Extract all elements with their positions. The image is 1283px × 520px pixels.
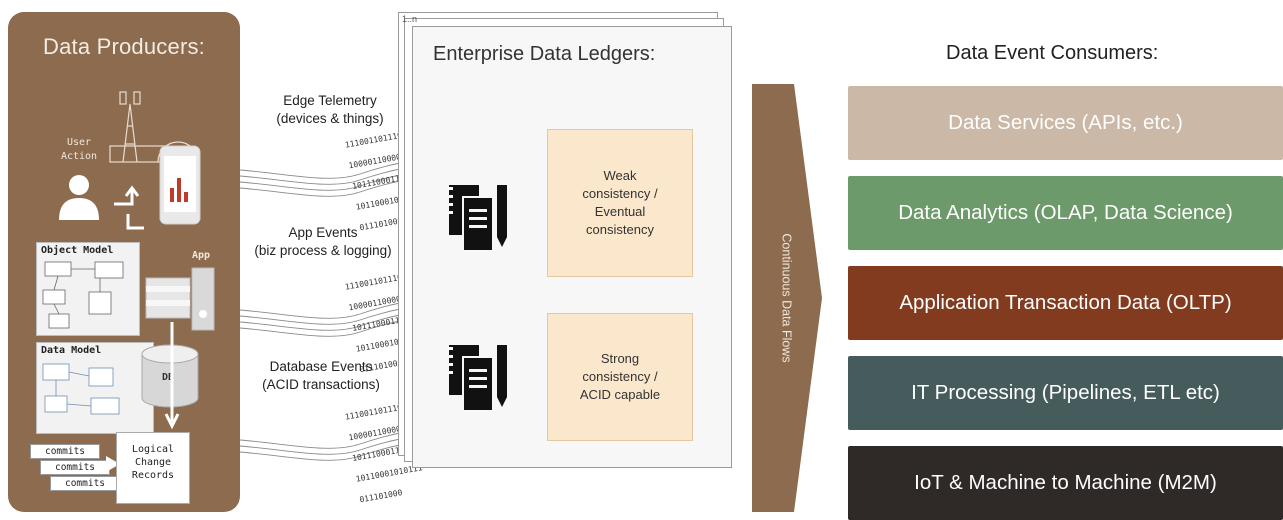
user-action-line: User: [66, 137, 92, 148]
consumer-label: Application Transaction Data (OLTP): [899, 291, 1232, 314]
db-label: DB: [162, 372, 175, 383]
change-records-line: Logical: [131, 444, 175, 455]
weak-line: consistency: [586, 222, 654, 237]
database-icon: [141, 344, 199, 408]
flow-subtitle: (devices & things): [276, 111, 384, 126]
data-producers-panel: Data Producers: User Action Object Model: [8, 12, 240, 512]
commit-item: commits: [50, 476, 120, 491]
change-records-line: Records: [131, 470, 175, 481]
consumer-data-analytics: Data Analytics (OLAP, Data Science): [848, 176, 1283, 250]
continuous-flow-label: Continuous Data Flows: [780, 233, 795, 363]
change-records-sheet: Logical Change Records: [116, 432, 190, 504]
weak-line: Weak: [603, 168, 637, 183]
continuous-flow-arrow-icon: [752, 84, 822, 512]
consumer-label: IT Processing (Pipelines, ETL etc): [911, 381, 1220, 404]
flow-title: Database Events: [269, 359, 373, 374]
user-action-label: User Action: [54, 136, 104, 164]
flow-title: Edge Telemetry: [283, 93, 377, 108]
consumer-data-services: Data Services (APIs, etc.): [848, 86, 1283, 160]
consumer-iot-m2m: IoT & Machine to Machine (M2M): [848, 446, 1283, 520]
weak-line: Eventual: [594, 204, 646, 219]
consumer-label: IoT & Machine to Machine (M2M): [914, 471, 1217, 494]
strong-line: Strong: [600, 351, 640, 366]
object-model-label: Object Model: [41, 245, 114, 256]
ledger-multiplicity: 1..n: [402, 14, 418, 24]
data-model-diagram: Data Model: [36, 342, 154, 434]
weak-consistency-box: Weak consistency / Eventual consistency: [547, 129, 693, 277]
smartphone-icon: [159, 145, 201, 225]
documents-with-pen-icon: [447, 185, 507, 252]
flow-label-edge-telemetry: Edge Telemetry (devices & things): [246, 92, 414, 128]
flow-subtitle: (ACID transactions): [262, 377, 380, 392]
consumer-application-transaction: Application Transaction Data (OLTP): [848, 266, 1283, 340]
commit-item: commits: [40, 460, 110, 475]
class-diagram-icon: [42, 261, 124, 329]
continuous-flow-label-wrap: Continuous Data Flows: [732, 233, 842, 362]
flow-label-app-events: App Events (biz process & logging): [238, 224, 408, 260]
weak-line: consistency /: [582, 186, 658, 201]
user-action-line: Action: [60, 151, 98, 162]
app-server-icon: [145, 267, 215, 331]
change-records-line: Change: [134, 457, 172, 468]
exchange-arrows-icon: [114, 185, 144, 230]
strong-consistency-box: Strong consistency / ACID capable: [547, 313, 693, 441]
ledgers-title: Enterprise Data Ledgers:: [433, 43, 656, 65]
person-icon: [59, 175, 99, 220]
commits-arrow-icon: [106, 456, 120, 472]
app-label: App: [192, 250, 211, 261]
schema-diagram-icon: [42, 363, 120, 415]
strong-line: ACID capable: [579, 387, 661, 402]
flow-label-database-events: Database Events (ACID transactions): [246, 358, 396, 394]
consumer-label: Data Services (APIs, etc.): [948, 111, 1183, 134]
producers-title: Data Producers:: [43, 34, 205, 59]
documents-with-pen-icon: [447, 345, 507, 412]
strong-line: consistency /: [582, 369, 658, 384]
consumer-label: Data Analytics (OLAP, Data Science): [898, 201, 1233, 224]
commit-item: commits: [30, 444, 100, 459]
flow-title: App Events: [288, 225, 358, 240]
binary-row: 011101000: [358, 487, 404, 505]
object-model-diagram: Object Model: [36, 242, 140, 336]
consumers-title: Data Event Consumers:: [946, 42, 1159, 64]
commits-stack: commits commits commits: [30, 444, 120, 491]
down-arrow-icon: [164, 322, 180, 430]
ledger-sheet-front: Enterprise Data Ledgers: Weak consistenc…: [412, 26, 732, 468]
consumer-it-processing: IT Processing (Pipelines, ETL etc): [848, 356, 1283, 430]
data-model-label: Data Model: [41, 345, 102, 356]
flow-subtitle: (biz process & logging): [254, 243, 392, 258]
